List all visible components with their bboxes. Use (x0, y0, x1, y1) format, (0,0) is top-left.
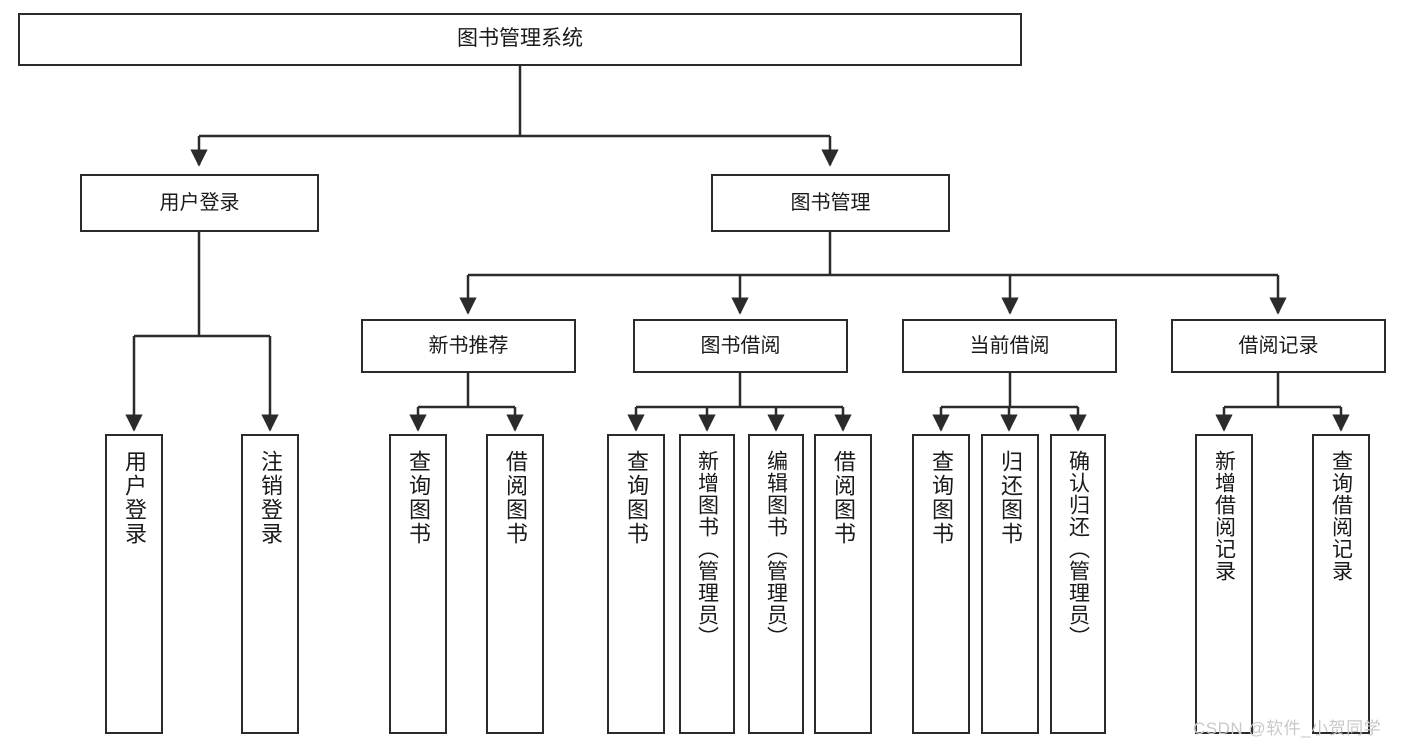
leaf-edit-book-label: 编辑图书（管理员） (764, 450, 788, 648)
node-root-label: 图书管理系统 (457, 27, 583, 51)
node-borrow-record-label: 借阅记录 (1238, 334, 1319, 357)
node-user-login-label: 用户登录 (159, 191, 240, 214)
leaf-query-book-3[interactable]: 查询图书 (912, 434, 970, 734)
leaf-query-book-2-label: 查询图书 (624, 450, 649, 546)
leaf-user-login[interactable]: 用户登录 (105, 434, 163, 734)
node-borrow-record[interactable]: 借阅记录 (1171, 319, 1386, 373)
leaf-borrow-book-1[interactable]: 借阅图书 (486, 434, 544, 734)
node-current-borrow-label: 当前借阅 (969, 334, 1050, 357)
node-new-book-recommend[interactable]: 新书推荐 (361, 319, 576, 373)
leaf-query-book-3-label: 查询图书 (929, 450, 954, 546)
leaf-query-book-1[interactable]: 查询图书 (389, 434, 447, 734)
leaf-query-book-2[interactable]: 查询图书 (607, 434, 665, 734)
leaf-logout-label: 注销登录 (258, 450, 283, 546)
leaf-user-login-label: 用户登录 (122, 450, 147, 546)
node-book-borrow-label: 图书借阅 (700, 334, 781, 357)
node-current-borrow[interactable]: 当前借阅 (902, 319, 1117, 373)
leaf-return-book[interactable]: 归还图书 (981, 434, 1039, 734)
leaf-query-record-label: 查询借阅记录 (1329, 450, 1353, 582)
leaf-borrow-book-2[interactable]: 借阅图书 (814, 434, 872, 734)
leaf-return-book-label: 归还图书 (998, 450, 1023, 546)
node-book-manage[interactable]: 图书管理 (711, 174, 950, 232)
leaf-logout[interactable]: 注销登录 (241, 434, 299, 734)
leaf-borrow-book-1-label: 借阅图书 (503, 450, 528, 546)
leaf-confirm-return-label: 确认归还（管理员） (1066, 450, 1090, 648)
node-book-manage-label: 图书管理 (790, 191, 871, 214)
leaf-add-record-label: 新增借阅记录 (1212, 450, 1236, 582)
leaf-add-record[interactable]: 新增借阅记录 (1195, 434, 1253, 734)
leaf-borrow-book-2-label: 借阅图书 (831, 450, 856, 546)
node-new-book-recommend-label: 新书推荐 (428, 334, 509, 357)
leaf-confirm-return[interactable]: 确认归还（管理员） (1050, 434, 1106, 734)
node-root[interactable]: 图书管理系统 (18, 13, 1022, 66)
leaf-add-book[interactable]: 新增图书（管理员） (679, 434, 735, 734)
leaf-add-book-label: 新增图书（管理员） (695, 450, 719, 648)
node-user-login[interactable]: 用户登录 (80, 174, 319, 232)
leaf-query-record[interactable]: 查询借阅记录 (1312, 434, 1370, 734)
leaf-edit-book[interactable]: 编辑图书（管理员） (748, 434, 804, 734)
leaf-query-book-1-label: 查询图书 (406, 450, 431, 546)
node-book-borrow[interactable]: 图书借阅 (633, 319, 848, 373)
